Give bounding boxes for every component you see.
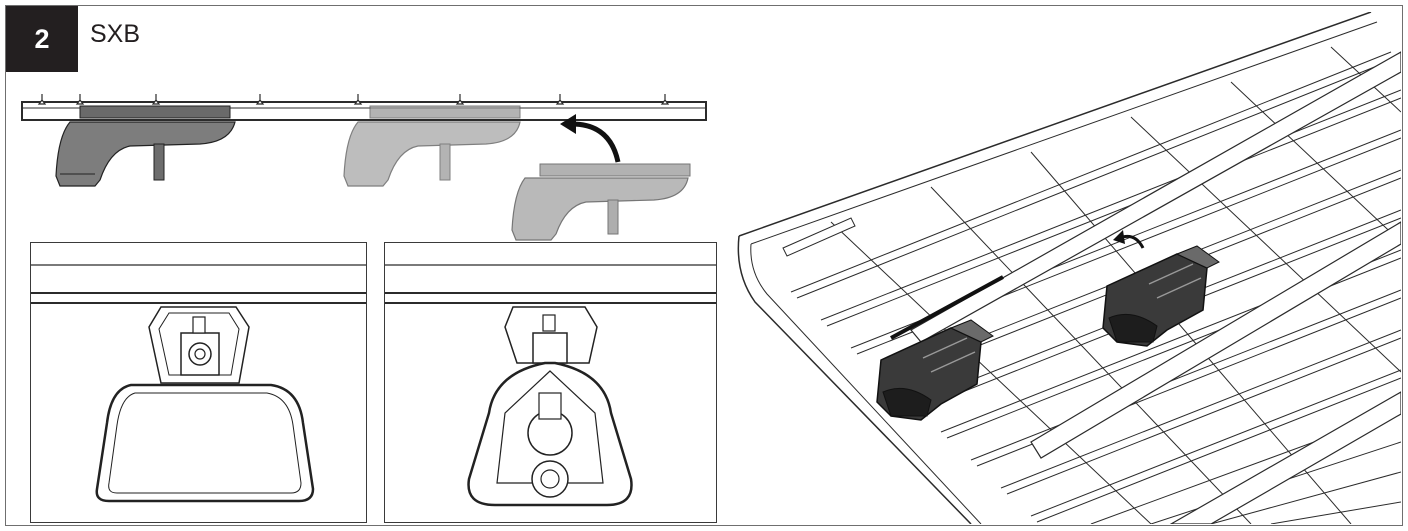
foot-top-view-locked-icon xyxy=(385,264,716,507)
instruction-panel: 2 SXB xyxy=(5,5,1403,526)
step-number: 2 xyxy=(34,23,50,54)
foot-top-view-unlocked-icon xyxy=(31,264,366,503)
roof-rack-perspective-icon xyxy=(737,12,1401,524)
foot-rotation-side-view-icon xyxy=(21,94,707,241)
step-title: SXB xyxy=(90,20,141,48)
step-number-badge: 2 xyxy=(6,6,78,72)
detail-box-left xyxy=(30,242,367,523)
detail-box-right xyxy=(384,242,717,523)
